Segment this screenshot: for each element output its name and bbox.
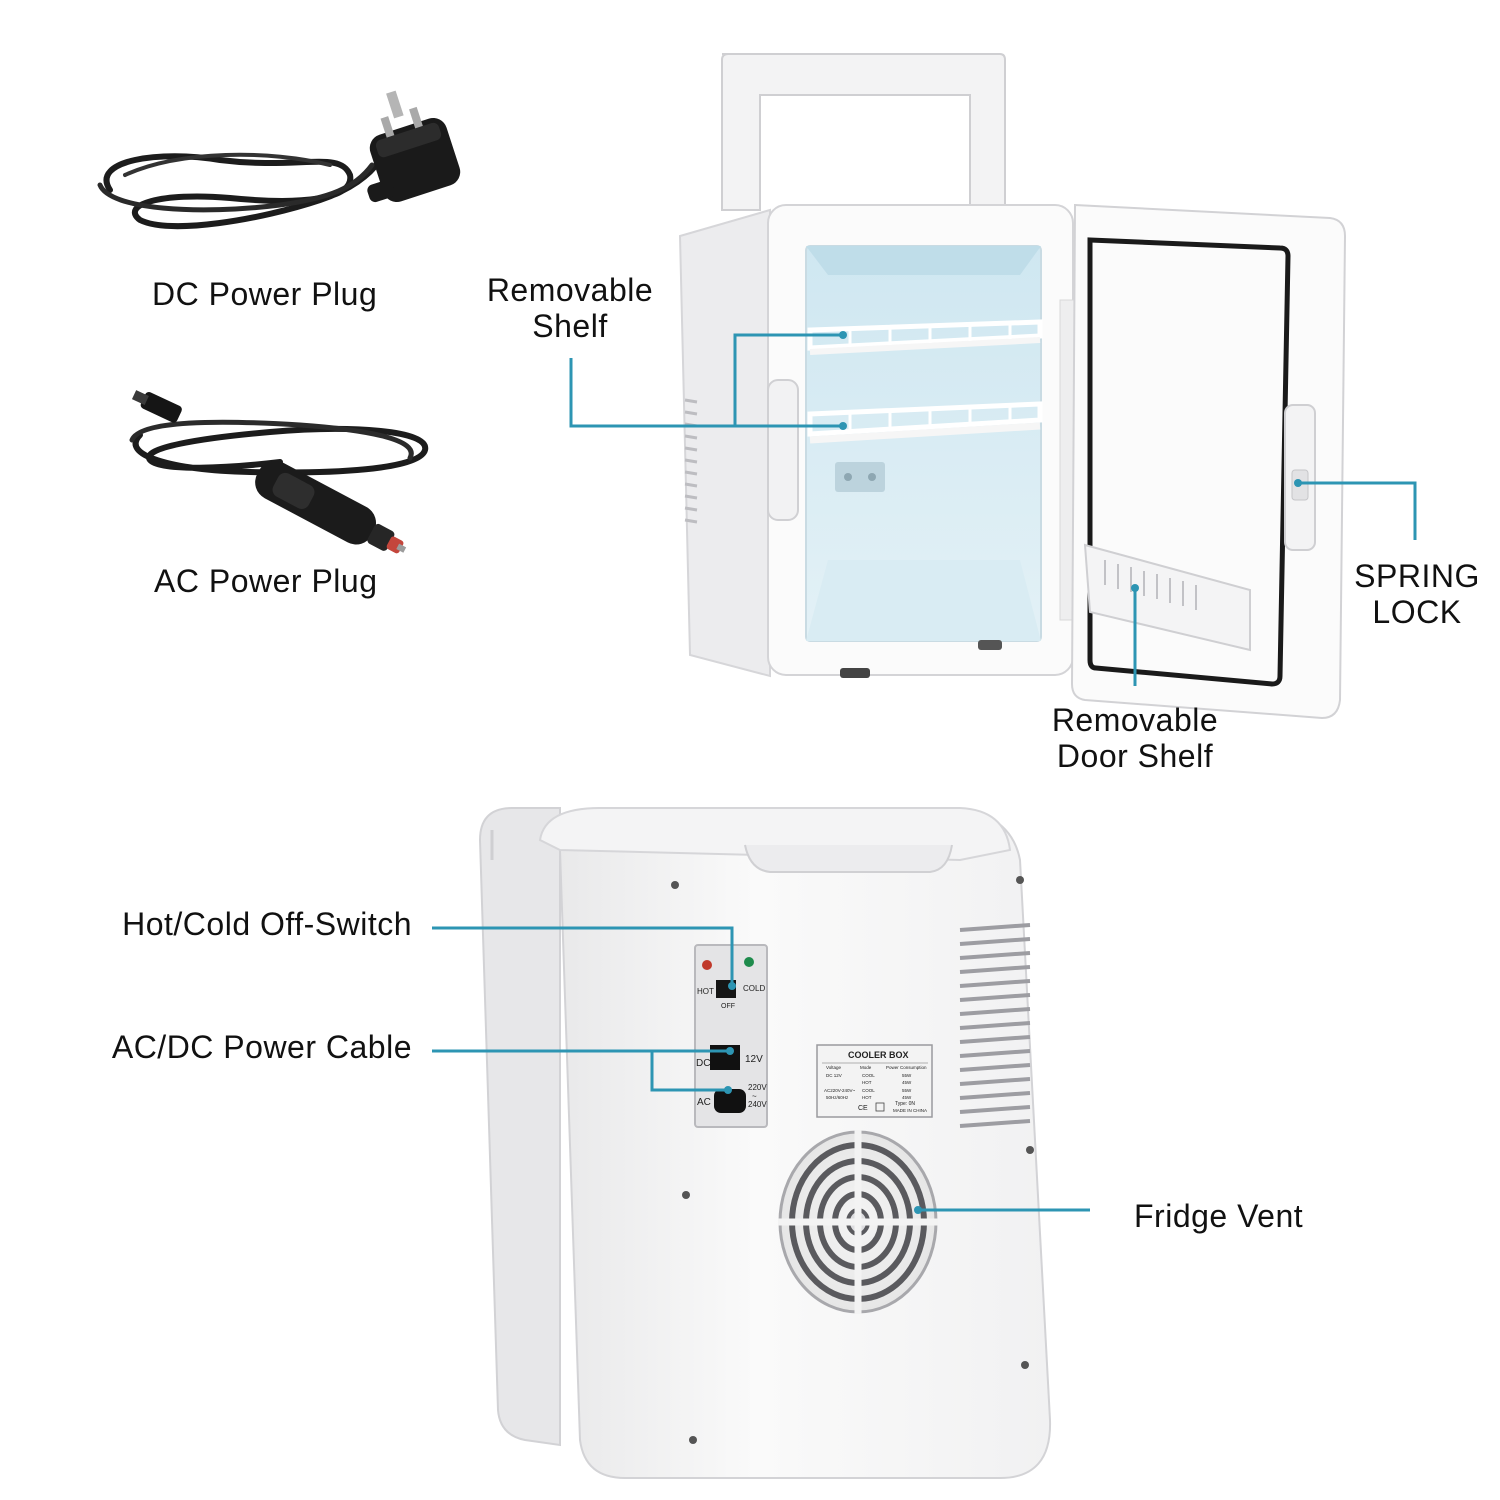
- plate-cell: DC 12V: [826, 1073, 842, 1078]
- plate-cell: HOT: [862, 1095, 872, 1100]
- label-ac-power-plug: AC Power Plug: [154, 563, 378, 599]
- label-spring-lock-line1: SPRING: [1354, 558, 1480, 594]
- lower-shelf: [807, 401, 1043, 444]
- fridge-back-image: HOT COLD OFF DC 12V AC 220V ~ 240V COOLE…: [478, 807, 1052, 1479]
- label-spring-lock: SPRING LOCK: [1340, 558, 1494, 630]
- plate-cell: 45W: [902, 1095, 912, 1100]
- label-dc-power-plug: DC Power Plug: [152, 276, 378, 312]
- plate-cell: HOT: [862, 1080, 872, 1085]
- label-hot-cold-switch: Hot/Cold Off-Switch: [122, 906, 412, 942]
- label-220v: 220V: [748, 1083, 767, 1092]
- leader-removable-shelf-upper: [733, 333, 843, 426]
- label-ac: AC: [697, 1097, 711, 1108]
- leader-hot-cold-switch: [432, 926, 734, 986]
- plate-cell: 45W: [902, 1080, 912, 1085]
- fan-vent: [778, 1130, 938, 1314]
- plate-cell: Voltage: [826, 1065, 842, 1070]
- leader-spring-lock: [1298, 481, 1417, 540]
- label-ac-dc-cable: AC/DC Power Cable: [111, 1029, 412, 1065]
- leader-ac-dc-cable-branch: [650, 1051, 728, 1092]
- label-off: OFF: [721, 1003, 735, 1010]
- label-removable-door-shelf-line2: Door Shelf: [1056, 738, 1214, 774]
- plate-made-in: MADE IN CHINA: [893, 1108, 927, 1113]
- label-240v: 240V: [748, 1100, 767, 1109]
- rating-plate: COOLER BOX Voltage Mode Power Consumptio…: [816, 1044, 933, 1118]
- plate-cell: 55W: [902, 1073, 912, 1078]
- label-cold: COLD: [743, 984, 765, 993]
- ac-power-plug-image: [129, 390, 429, 554]
- plate-cell: Power Consumption: [886, 1065, 927, 1070]
- plate-ce-mark: CE: [858, 1105, 868, 1112]
- label-spring-lock-line2: LOCK: [1372, 594, 1462, 630]
- callout-lines: [432, 333, 1417, 1212]
- label-removable-shelf-line2: Shelf: [532, 308, 608, 344]
- callout-dots: [724, 331, 1302, 1214]
- label-tilde: ~: [752, 1092, 757, 1101]
- label-hot: HOT: [697, 987, 714, 996]
- plate-cell: COOL: [862, 1073, 875, 1078]
- label-removable-shelf: Removable Shelf: [470, 272, 670, 344]
- dc-power-plug-image: [97, 90, 461, 230]
- plate-cell: AC220V-240V~: [824, 1088, 856, 1093]
- leader-removable-shelf: [569, 358, 735, 428]
- plate-cell: 55W: [902, 1088, 912, 1093]
- label-removable-door-shelf-line1: Removable: [1051, 702, 1219, 738]
- label-fridge-vent: Fridge Vent: [1134, 1198, 1304, 1234]
- label-dc: DC: [696, 1058, 710, 1069]
- plate-type: Type: 0N: [895, 1101, 915, 1107]
- fridge-front-image: [678, 53, 1347, 720]
- rating-plate-title: COOLER BOX: [848, 1050, 909, 1060]
- plate-cell: COOL: [862, 1088, 875, 1093]
- plate-cell: 50Hz/60Hz: [826, 1095, 849, 1100]
- label-removable-shelf-line1: Removable: [486, 272, 654, 308]
- label-removable-door-shelf: Removable Door Shelf: [1025, 702, 1245, 774]
- label-12v: 12V: [745, 1054, 763, 1065]
- plate-cell: Mode: [860, 1065, 872, 1070]
